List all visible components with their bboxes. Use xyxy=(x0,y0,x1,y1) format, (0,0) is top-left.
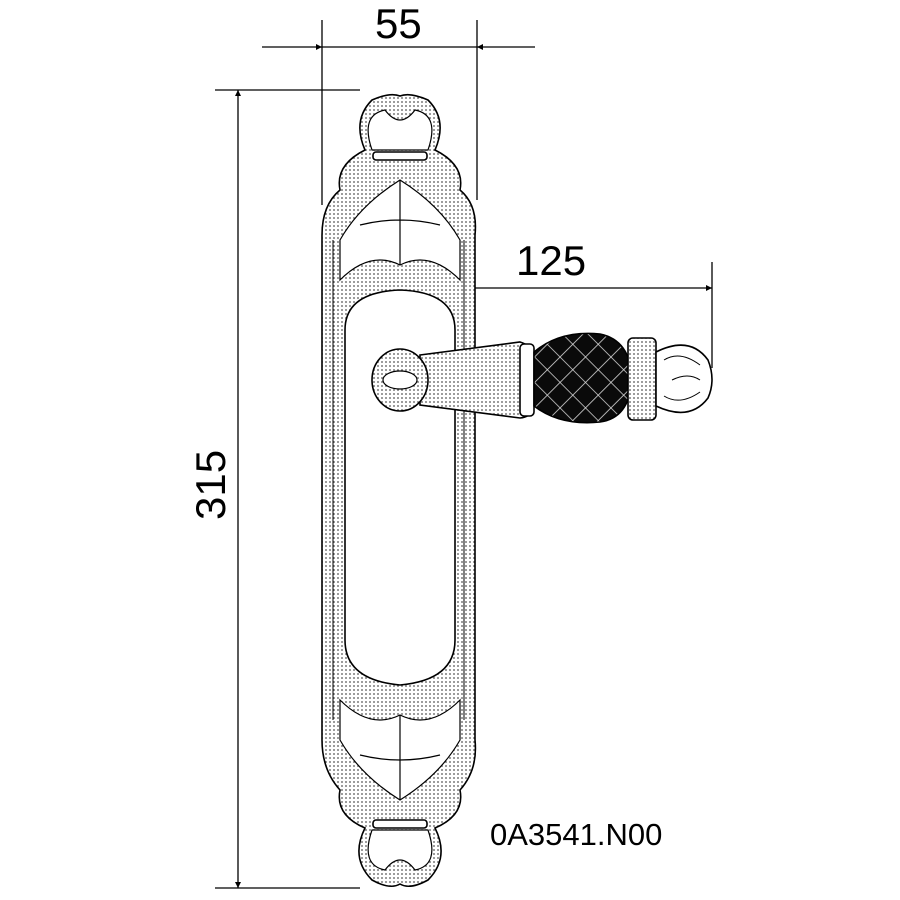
black-grip xyxy=(533,332,633,424)
product-code: 0A3541.N00 xyxy=(490,817,663,852)
height-dimension-text: 315 xyxy=(187,449,234,520)
width-dimension xyxy=(262,20,535,205)
backplate xyxy=(321,93,477,888)
height-dimension xyxy=(215,89,360,889)
width-dimension-label: 55 xyxy=(375,0,422,47)
lever-handle xyxy=(371,332,713,424)
height-dimension-label: 315 xyxy=(180,390,234,520)
projection-dimension-label: 125 xyxy=(516,237,587,284)
